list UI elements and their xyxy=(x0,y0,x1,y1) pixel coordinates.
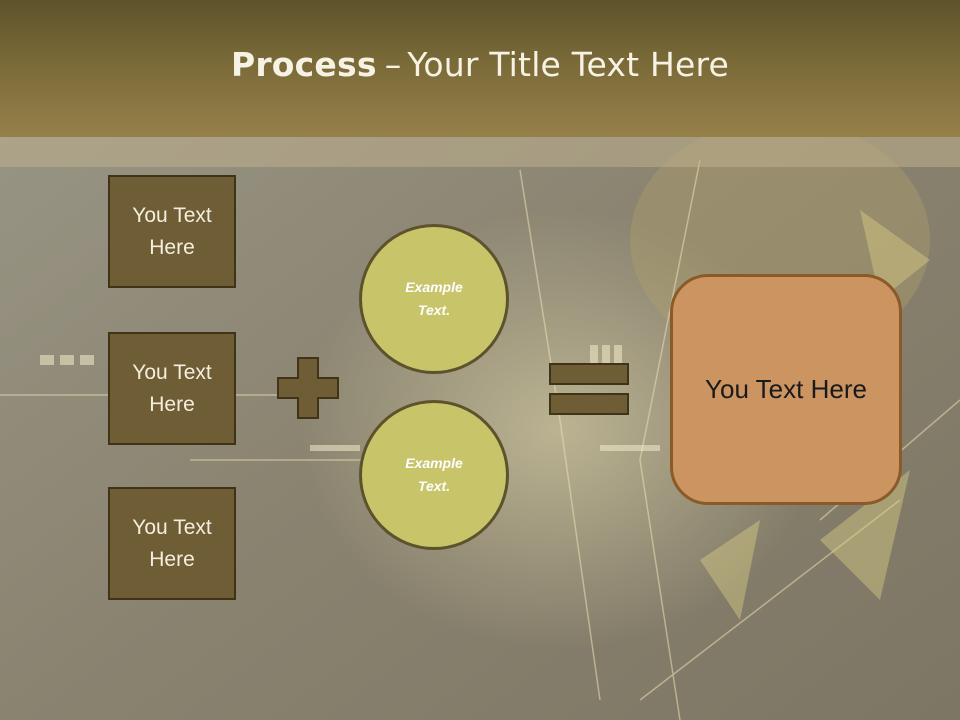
result-box[interactable]: You Text Here xyxy=(670,274,902,505)
equals-icon xyxy=(549,363,629,415)
header-strip xyxy=(0,137,960,167)
plus-icon xyxy=(277,357,339,419)
title-bar: Process–Your Title Text Here xyxy=(0,0,960,137)
title-strong: Process xyxy=(230,45,377,84)
input-box-2[interactable]: You Text Here xyxy=(108,332,236,445)
example-circle-1[interactable]: Example Text. xyxy=(359,224,509,374)
input-box-1[interactable]: You Text Here xyxy=(108,175,236,288)
example-circle-2[interactable]: Example Text. xyxy=(359,400,509,550)
title-rest: Your Title Text Here xyxy=(407,45,730,84)
slide-title: Process–Your Title Text Here xyxy=(231,45,729,84)
title-separator: – xyxy=(384,45,402,84)
input-box-3[interactable]: You Text Here xyxy=(108,487,236,600)
